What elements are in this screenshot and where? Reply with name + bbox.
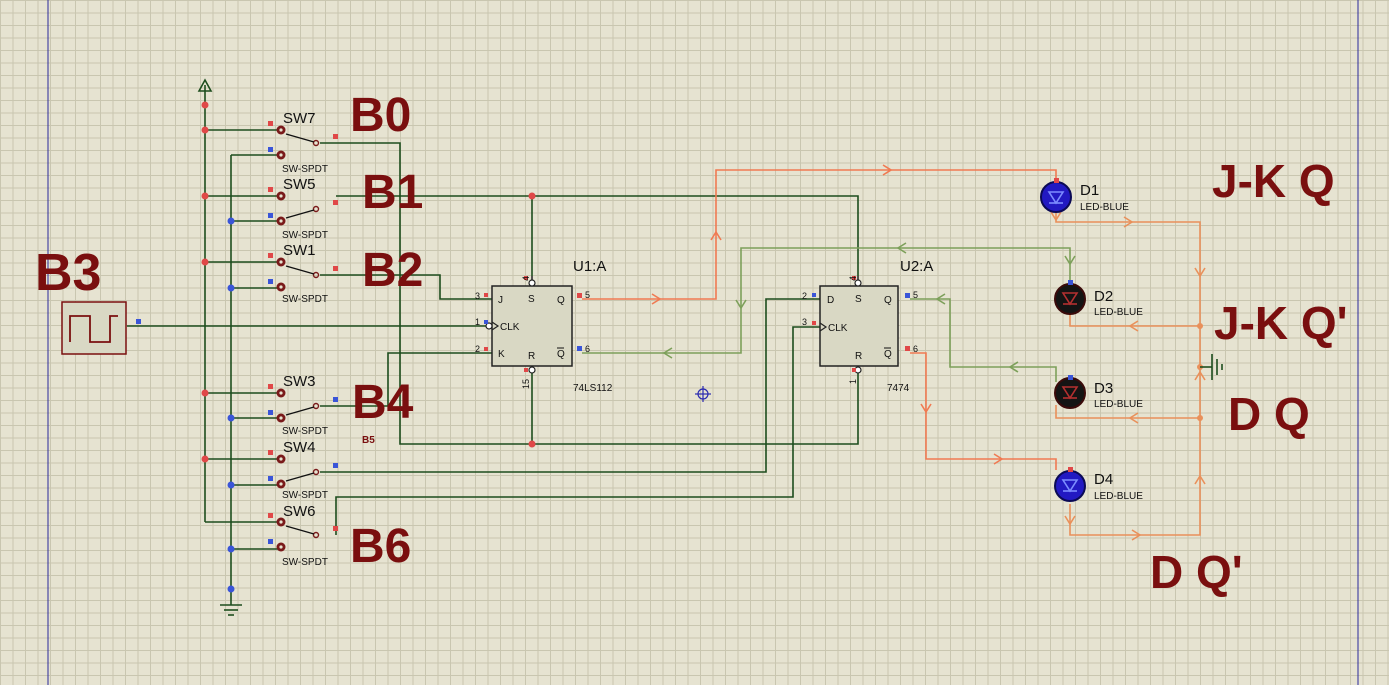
crosshair-icon — [695, 386, 711, 402]
u2-pin-qn: Q — [884, 349, 892, 360]
led-d4-value: LED-BLUE — [1094, 491, 1143, 502]
u1-pin-j: J — [498, 295, 503, 306]
u1-num-qn: 6 — [585, 344, 590, 354]
u1-ref: U1:A — [573, 258, 606, 275]
sw1-value: SW-SPDT — [282, 294, 328, 305]
u1-pin-q: Q — [557, 295, 565, 306]
sw6-ref: SW6 — [283, 503, 316, 520]
sw1-ref: SW1 — [283, 242, 316, 259]
u2-qn-net[interactable] — [910, 352, 1057, 470]
label-b2: B2 — [362, 244, 423, 297]
u1-pin-k: K — [498, 349, 505, 360]
label-b1: B1 — [362, 166, 423, 219]
u1-pin-r: R — [528, 351, 535, 362]
u2-num-d: 2 — [802, 291, 807, 301]
led-d1-value: LED-BLUE — [1080, 202, 1129, 213]
led-d3[interactable] — [1054, 375, 1086, 409]
u2-pin-clk: CLK — [828, 323, 848, 334]
u2-num-q: 5 — [913, 290, 918, 300]
u1-part: 74LS112 — [573, 383, 613, 394]
u1-num-k: 2 — [475, 344, 480, 354]
u2-pin-s: S — [855, 294, 862, 305]
led-d4[interactable] — [1054, 467, 1086, 502]
sw3-ref: SW3 — [283, 373, 316, 390]
switch-sw3[interactable] — [268, 384, 338, 423]
u2-pin-d: D — [827, 295, 834, 306]
u2-num-clk: 3 — [802, 317, 807, 327]
u1-qn-net[interactable] — [582, 242, 1076, 359]
led-d3-ref: D3 — [1094, 380, 1113, 397]
switch-nets[interactable] — [127, 142, 859, 535]
switch-sw7[interactable] — [268, 121, 338, 160]
sw5-value: SW-SPDT — [282, 230, 328, 241]
u1-pin-s: S — [528, 294, 535, 305]
u2-q-net[interactable] — [910, 293, 1057, 382]
sw7-value: SW-SPDT — [282, 164, 328, 175]
u1-num-j: 3 — [475, 291, 480, 301]
u2-ref: U2:A — [900, 258, 933, 275]
led-d2[interactable] — [1054, 280, 1086, 315]
u1-num-s: 4 — [521, 276, 531, 281]
switch-sw4[interactable] — [268, 450, 338, 489]
power-rail[interactable] — [197, 78, 280, 523]
switch-sw6[interactable] — [268, 513, 338, 552]
led-d1-ref: D1 — [1080, 182, 1099, 199]
clock-generator[interactable] — [61, 301, 141, 355]
u2-num-r: 1 — [848, 379, 858, 384]
led-d1[interactable] — [1040, 178, 1072, 213]
u2-pin-r: R — [855, 351, 862, 362]
u2-num-s: 4 — [848, 276, 858, 281]
switch-sw1[interactable] — [268, 253, 338, 292]
u1-pin-clk: CLK — [500, 322, 520, 333]
sw6-value: SW-SPDT — [282, 557, 328, 568]
led-d2-ref: D2 — [1094, 288, 1113, 305]
u2-num-qn: 6 — [913, 344, 918, 354]
u2-part: 7474 — [887, 383, 910, 394]
u1-num-r: 15 — [521, 379, 531, 389]
u1-pin-qn: Q — [557, 349, 565, 360]
ground-rail[interactable] — [220, 154, 280, 616]
led-d2-value: LED-BLUE — [1094, 307, 1143, 318]
label-d-qn: D Q' — [1150, 546, 1243, 598]
label-d-q: D Q — [1228, 388, 1310, 440]
sw3-value: SW-SPDT — [282, 426, 328, 437]
label-b0: B0 — [350, 89, 411, 142]
label-jk-q: J-K Q — [1212, 155, 1335, 207]
label-b4: B4 — [352, 376, 414, 429]
sw7-ref: SW7 — [283, 110, 316, 127]
u1-q-net[interactable] — [582, 164, 1057, 305]
u1-jk-flipflop[interactable] — [484, 276, 582, 374]
u1-num-q: 5 — [585, 290, 590, 300]
label-b6: B6 — [350, 520, 411, 573]
led-d4-ref: D4 — [1094, 471, 1113, 488]
label-b5: B5 — [362, 435, 375, 446]
u2-pin-q: Q — [884, 295, 892, 306]
u2-d-flipflop[interactable] — [812, 276, 910, 374]
switch-sw5[interactable] — [268, 187, 338, 226]
u1-num-clk: 1 — [475, 317, 480, 327]
sw4-value: SW-SPDT — [282, 490, 328, 501]
label-b3: B3 — [35, 244, 101, 302]
led-return-bus[interactable] — [1050, 211, 1223, 541]
label-jk-qn: J-K Q' — [1214, 297, 1348, 349]
sw5-ref: SW5 — [283, 176, 316, 193]
led-d3-value: LED-BLUE — [1094, 399, 1143, 410]
sw4-ref: SW4 — [283, 439, 316, 456]
